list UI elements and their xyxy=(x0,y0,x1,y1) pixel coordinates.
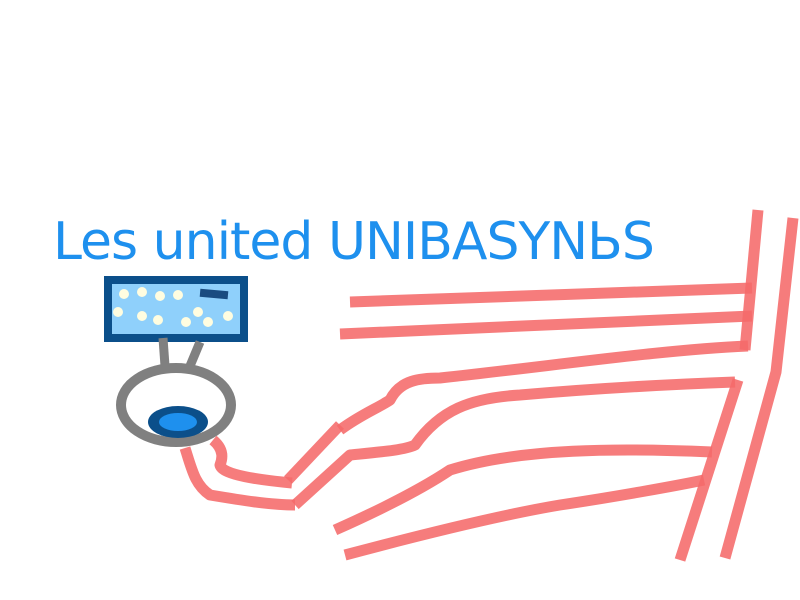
path-lines xyxy=(179,209,799,562)
path-line-7 xyxy=(343,474,706,561)
monitor-device-icon xyxy=(104,276,248,342)
path-line-2 xyxy=(339,310,753,340)
ring-connector-icon xyxy=(116,363,236,447)
diagram-title: Les united UNIBASYNЬS xyxy=(53,212,655,272)
connector-line-a xyxy=(209,435,293,489)
connector-line-b xyxy=(179,446,296,511)
path-line-4 xyxy=(284,421,344,484)
right-rail-outer xyxy=(719,217,799,560)
path-line-3 xyxy=(336,340,749,435)
path-line-1 xyxy=(349,282,753,308)
path-line-6 xyxy=(332,444,713,536)
right-rail-inner-upper xyxy=(739,209,764,351)
device-legs xyxy=(158,337,205,368)
path-line-5 xyxy=(291,376,736,510)
right-rail-inner-lower xyxy=(674,378,744,562)
